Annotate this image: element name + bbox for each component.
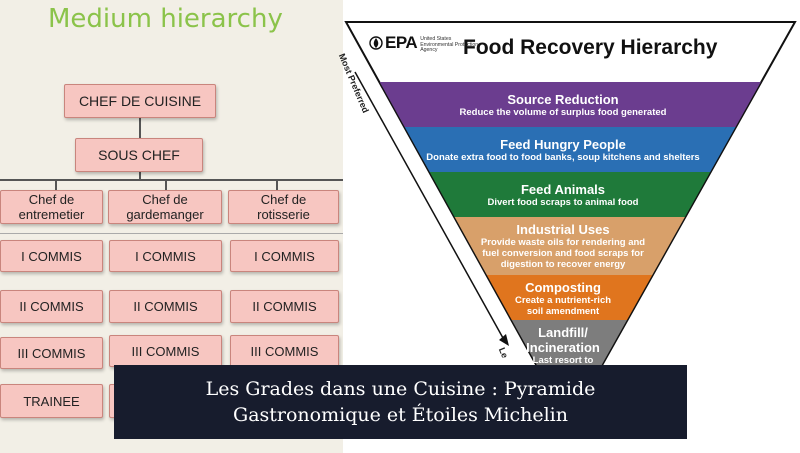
commis-box: I COMMIS: [230, 240, 339, 272]
connector-line: [276, 180, 278, 190]
preference-arrow-line: [354, 71, 504, 339]
caption-line: Gastronomique et Étoiles Michelin: [233, 404, 568, 426]
commis-label: II COMMIS: [19, 299, 84, 314]
sous-chef-label: SOUS CHEF: [98, 146, 180, 163]
feed-hungry-people-text: Feed Hungry People Donate extra food to …: [403, 137, 723, 163]
band-source-reduction: [347, 82, 794, 127]
epa-logo-text: EPA: [385, 33, 418, 52]
connector-line: [139, 172, 141, 180]
commis-box: II COMMIS: [230, 290, 339, 323]
connector-line: [0, 179, 343, 181]
commis-label: I COMMIS: [21, 248, 82, 264]
chef-de-cuisine-box: CHEF DE CUISINE: [64, 84, 216, 118]
band-description: Provide waste oils for rendering and: [480, 237, 646, 248]
band-description: Donate extra food to food banks, soup ki…: [426, 152, 700, 163]
chef-rotisserie-line1: Chef de: [260, 192, 307, 207]
band-description: fuel conversion and food scraps for: [482, 248, 644, 259]
food-recovery-title: Food Recovery Hierarchy: [463, 36, 718, 59]
brigade-hierarchy-panel: Medium hierarchy CHEF DE CUISINE SOUS CH…: [0, 0, 343, 453]
chef-entremetier-line1: Chef de: [28, 192, 75, 207]
commis-box: II COMMIS: [109, 290, 222, 323]
sous-chef-box: SOUS CHEF: [75, 138, 203, 172]
band-description: Last resort to: [532, 355, 594, 366]
chef-rotisserie-box: Chef de rotisserie: [228, 190, 339, 224]
chef-de-cuisine-label: CHEF DE CUISINE: [78, 92, 202, 109]
epa-agency-line: Agency: [420, 47, 438, 54]
trainee-box: TRAINEE: [0, 384, 103, 418]
brigade-title: Medium hierarchy: [48, 4, 283, 34]
commis-box: II COMMIS: [0, 290, 103, 323]
band-description: soil amendment: [526, 306, 600, 317]
commis-label: III COMMIS: [17, 345, 86, 361]
source-reduction-text: Source Reduction Reduce the volume of su…: [403, 92, 723, 118]
band-description: Divert food scraps to animal food: [487, 197, 639, 208]
industrial-uses-text: Industrial Uses Provide waste oils for r…: [403, 222, 723, 270]
chef-rotisserie-line2: rotisserie: [257, 207, 310, 222]
band-heading: Feed Hungry People: [500, 137, 626, 152]
band-heading: Industrial Uses: [516, 222, 610, 237]
commis-box: III COMMIS: [109, 335, 222, 367]
epa-flower-icon: [369, 36, 383, 50]
band-heading: Incineration: [526, 340, 600, 355]
band-heading: Source Reduction: [507, 92, 619, 107]
chef-gardemanger-line1: Chef de: [142, 192, 188, 207]
connector-line: [139, 118, 141, 138]
commis-label: II COMMIS: [252, 299, 317, 314]
commis-box: I COMMIS: [0, 240, 103, 272]
chef-gardemanger-line2: gardemanger: [126, 207, 204, 222]
commis-label: II COMMIS: [133, 299, 198, 314]
feed-animals-text: Feed Animals Divert food scraps to anima…: [403, 182, 723, 208]
band-description: Create a nutrient-rich: [514, 295, 612, 306]
commis-box: III COMMIS: [0, 337, 103, 369]
band-heading: Composting: [525, 280, 601, 295]
epa-agency-line: Environmental Protection: [420, 41, 479, 48]
band-heading: Landfill/: [538, 325, 588, 340]
commis-label: III COMMIS: [131, 343, 200, 359]
epa-agency-name: United States Environmental Protection A…: [420, 36, 480, 54]
commis-label: III COMMIS: [250, 343, 319, 359]
landfill-text: Landfill/ Incineration Last resort to: [503, 325, 623, 366]
trainee-label: TRAINEE: [23, 393, 80, 409]
connector-line: [0, 233, 343, 234]
connector-line: [165, 180, 167, 190]
chef-gardemanger-box: Chef de gardemanger: [108, 190, 222, 224]
commis-label: I COMMIS: [135, 248, 196, 264]
chef-entremetier-line2: entremetier: [18, 207, 85, 222]
band-description: digestion to recover energy: [500, 259, 626, 270]
composting-text: Composting Create a nutrient-rich soil a…: [403, 280, 723, 317]
epa-logo: EPA United States Environmental Protecti…: [369, 34, 480, 54]
connector-line: [55, 180, 57, 190]
band-heading: Feed Animals: [520, 182, 606, 197]
commis-box: I COMMIS: [109, 240, 222, 272]
caption-banner: Les Grades dans une Cuisine : Pyramide G…: [114, 365, 687, 439]
caption-line: Les Grades dans une Cuisine : Pyramide: [205, 378, 596, 400]
commis-box: III COMMIS: [230, 335, 339, 367]
epa-agency-line: United States: [420, 36, 452, 42]
commis-label: I COMMIS: [254, 248, 315, 264]
band-description: Reduce the volume of surplus food genera…: [459, 107, 667, 118]
chef-entremetier-box: Chef de entremetier: [0, 190, 103, 224]
preference-arrow-head: [499, 334, 509, 346]
